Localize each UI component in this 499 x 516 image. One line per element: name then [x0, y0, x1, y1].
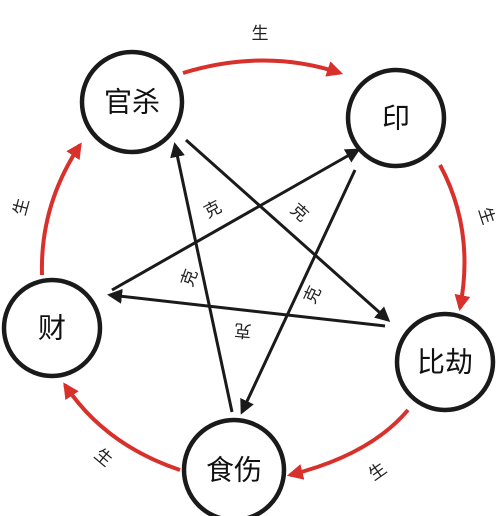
gen-label-left: 生	[10, 196, 34, 218]
node-label-shishang: 食伤	[206, 454, 262, 487]
ctrl-label-3: 克	[178, 267, 203, 290]
ctrl-label-4: 克	[300, 283, 325, 307]
node-label-cai: 财	[38, 312, 66, 345]
node-cai: 财	[1, 277, 103, 379]
ctrl-arrow-shishang-to-guansha	[170, 142, 234, 413]
node-label-yin: 印	[382, 102, 410, 135]
gen-label-right: 生	[474, 205, 498, 227]
gen-arrow-guansha-to-yin	[182, 58, 344, 77]
gen-arrow-shishang-to-cai	[63, 382, 181, 472]
ctrl-arrow-yin-to-shishang	[240, 169, 357, 415]
node-label-bijie: 比劫	[417, 346, 473, 379]
generation-arcs	[39, 58, 471, 480]
ctrl-label-1: 克	[201, 197, 225, 223]
ctrl-label-5: 克	[234, 319, 253, 340]
control-labels: 克 克 克 克 克	[178, 197, 326, 341]
ctrl-arrow-bijie-to-cai	[107, 288, 386, 328]
node-bijie: 比劫	[394, 311, 496, 413]
gen-arrow-yin-to-bijie	[438, 164, 471, 312]
gen-label-top: 生	[252, 24, 269, 44]
control-lines	[107, 138, 391, 415]
gen-arrow-bijie-to-shishang	[286, 408, 410, 480]
node-shishang: 食伤	[181, 417, 287, 516]
ctrl-arrow-guansha-to-bijie	[185, 138, 391, 322]
ctrl-label-2: 克	[286, 200, 312, 226]
node-label-guansha: 官杀	[104, 86, 160, 119]
node-guansha: 官杀	[79, 49, 185, 155]
gen-label-bottom-left: 生	[90, 445, 116, 471]
gen-label-bottom-right: 生	[365, 459, 390, 485]
gen-arrow-cai-to-guansha	[39, 142, 82, 276]
ctrl-arrow-cai-to-yin	[111, 148, 361, 292]
node-yin: 印	[345, 67, 447, 169]
